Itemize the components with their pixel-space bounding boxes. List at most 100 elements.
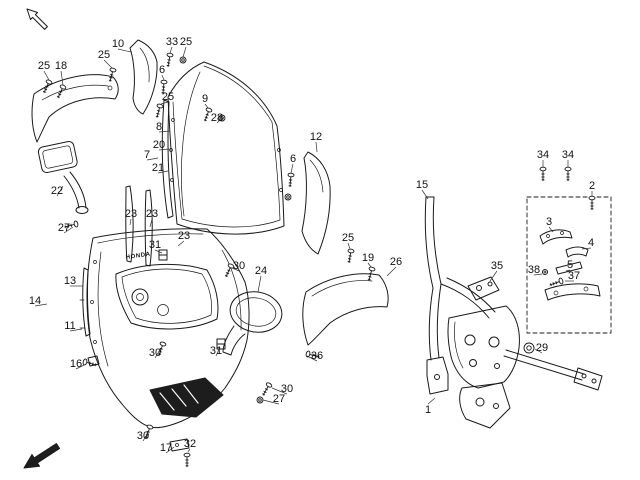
callout-leader-29: [534, 348, 543, 354]
grommet-icon: [523, 342, 535, 354]
callout-label-29: 29: [536, 342, 548, 354]
callout-label-7: 7: [144, 149, 150, 161]
screw-icon: [367, 266, 376, 281]
callout-leader-36: [306, 355, 318, 362]
callout-label-6: 6: [290, 153, 296, 165]
callout-leader-28: [216, 118, 222, 124]
cowl-stay-assembly: [424, 196, 603, 429]
callout-label-27: 27: [273, 393, 285, 405]
callout-leader-35: [489, 270, 498, 282]
callout-leader-9: [204, 103, 209, 109]
callout-leader-10: [117, 48, 132, 53]
callout-leader-15: [421, 189, 429, 200]
callout-leader-23: [177, 240, 185, 247]
callout-leader-26: [386, 266, 397, 277]
callout-leader-33: [169, 46, 173, 54]
front-upper-cowl: HONDA: [86, 228, 250, 429]
left-side-panel: [31, 74, 119, 143]
callout-leader-6: [290, 163, 294, 174]
screw-icon: [183, 452, 191, 467]
fastener-glyphs: [42, 52, 596, 467]
screw-icon: [155, 103, 164, 118]
cowl-edge-strips: [79, 267, 91, 337]
callout-label-2: 2: [589, 180, 595, 192]
callout-label-24: 24: [255, 265, 267, 277]
callout-label-33: 33: [166, 36, 178, 48]
screw-icon: [287, 172, 295, 187]
screw-icon: [108, 67, 117, 82]
screw-icon: [564, 166, 572, 181]
callout-leader-27: [63, 226, 74, 234]
hardware-kit-box: [526, 196, 612, 334]
right-inner-panel: [301, 151, 331, 255]
callout-leader-23: [129, 218, 132, 226]
callout-leader-30: [271, 387, 288, 395]
callout-label-20: 20: [153, 139, 165, 151]
callout-label-27: 27: [58, 222, 70, 234]
callout-leader-25: [347, 242, 351, 250]
callout-label-32: 32: [184, 438, 196, 450]
callout-leader-38: [533, 273, 543, 276]
callout-label-38: 38: [528, 264, 540, 276]
clips: [158, 249, 226, 350]
callout-label-23: 23: [125, 208, 137, 220]
screw-icon: [203, 107, 213, 122]
callout-label-34: 34: [537, 149, 549, 161]
callout-leader-25: [160, 101, 169, 105]
stay-bracket: [467, 276, 500, 301]
callout-leader-25: [103, 59, 113, 69]
callout-label-35: 35: [491, 260, 503, 272]
callout-label-1: 1: [425, 404, 431, 416]
callout-label-12: 12: [310, 131, 322, 143]
bottom-bracket: [169, 438, 190, 452]
callout-label-16: 16: [70, 358, 82, 370]
callout-label-23: 23: [178, 230, 190, 242]
callout-label-36: 36: [311, 350, 323, 362]
callout-label-4: 4: [588, 237, 594, 249]
bracket-4: [565, 246, 589, 258]
callout-label-21: 21: [152, 162, 164, 174]
callout-label-25: 25: [162, 91, 174, 103]
callout-label-30: 30: [149, 347, 161, 359]
honda-logo-text: HONDA: [125, 252, 151, 261]
callout-leader-31: [154, 249, 163, 254]
screw-icon: [82, 358, 97, 367]
washer-icon: [284, 193, 292, 201]
callout-leader-1: [427, 397, 436, 405]
callout-leader-32: [187, 448, 191, 453]
direction-arrow-bottom-left-icon: [23, 443, 61, 469]
direction-arrow-top-left-icon: [26, 8, 48, 30]
callout-leader-11: [69, 328, 83, 332]
callout-label-11: 11: [64, 320, 75, 332]
callout-leader-19: [367, 262, 372, 268]
washer-icon: [179, 56, 187, 64]
screw-icon: [588, 195, 596, 210]
callout-leader-7: [146, 157, 159, 161]
bracket-lower: [544, 283, 601, 301]
callout-label-25: 25: [98, 49, 110, 61]
callout-leader-4: [581, 247, 592, 250]
callout-leader-24: [257, 275, 262, 293]
screw-icon: [262, 382, 273, 396]
callout-label-17: 17: [160, 442, 172, 454]
screw-icon: [224, 263, 235, 278]
callout-label-22: 22: [51, 185, 63, 197]
screw-icon: [305, 350, 320, 359]
callout-leader-25: [182, 46, 187, 58]
callout-label-8: 8: [156, 121, 162, 133]
callout-leader-20: [158, 148, 170, 151]
callout-label-6: 6: [159, 64, 165, 76]
callout-label-28: 28: [211, 112, 223, 124]
callout-leader-22: [56, 185, 64, 197]
callout-leader-27: [262, 399, 280, 405]
stay-cross-rod: [503, 349, 585, 381]
stay-plate-5: [555, 261, 583, 275]
screw-icon: [347, 248, 355, 263]
callout-leader-25: [43, 70, 50, 81]
collar-38: [542, 269, 548, 275]
callout-label-5: 5: [567, 259, 573, 271]
callout-label-30: 30: [137, 430, 149, 442]
callout-leader-3: [548, 226, 554, 233]
